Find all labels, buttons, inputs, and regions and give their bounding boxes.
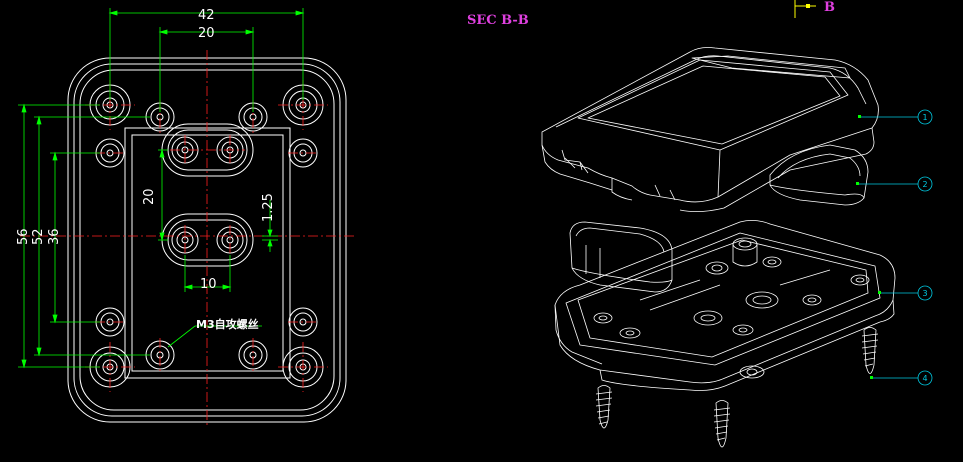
section-label: SEC B-B [467, 13, 529, 28]
balloon-3: 3 [917, 285, 933, 301]
part-side-button-right [769, 144, 869, 206]
balloon-2-text: 2 [923, 180, 928, 189]
balloon-2: 2 [917, 176, 933, 192]
balloon-leaders [858, 116, 918, 379]
dimension-lines [18, 8, 305, 369]
lower-slot [161, 213, 254, 267]
part-screw-1 [595, 385, 613, 429]
balloon-4-text: 4 [923, 374, 928, 383]
part-screw-2 [713, 400, 731, 448]
balloon-4: 4 [917, 370, 933, 386]
balloons: 1 2 3 4 [917, 109, 933, 386]
part-top-cover [541, 47, 879, 212]
dim-52: 52 [31, 228, 46, 245]
part-base-housing [554, 220, 896, 391]
inner-frame [124, 127, 291, 379]
dim-36: 36 [47, 228, 62, 245]
exploded-view [541, 47, 896, 448]
dim-20-top: 20 [198, 26, 215, 41]
balloon-1: 1 [917, 109, 933, 125]
dim-10: 10 [200, 277, 217, 292]
part-screw-3 [861, 327, 879, 374]
balloon-3-text: 3 [923, 289, 928, 298]
inner-frame-2 [131, 134, 284, 372]
dim-42: 42 [198, 8, 215, 23]
part-side-button-left [569, 221, 673, 293]
balloon-1-text: 1 [923, 113, 928, 122]
section-marker-letter: B [824, 0, 835, 15]
dim-20-pitch: 20 [142, 188, 157, 205]
dim-1-25: 1.25 [261, 193, 276, 222]
dim-56: 56 [16, 228, 31, 245]
leader-dots [856, 115, 881, 379]
section-marker: B [794, 0, 835, 18]
screw-note: M3自攻螺丝 [196, 317, 259, 331]
lower-slot-inner [167, 219, 248, 261]
